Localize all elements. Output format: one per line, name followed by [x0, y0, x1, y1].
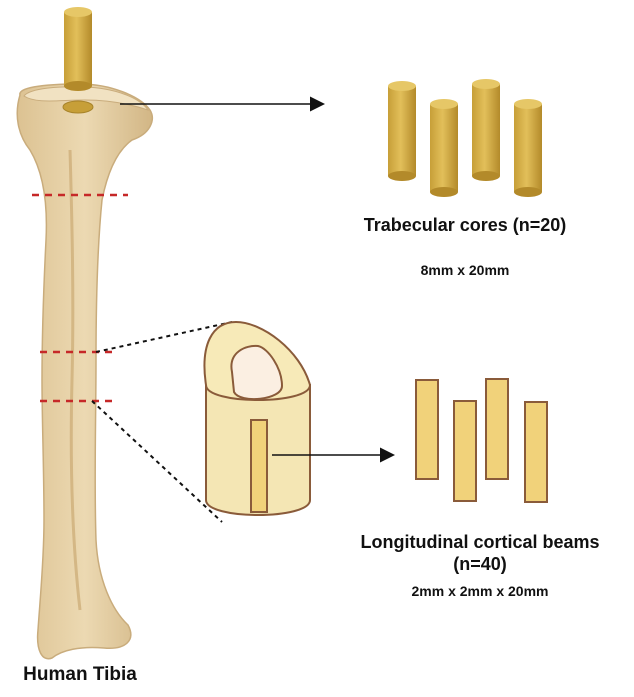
- trabecular-cores-dimensions: 8mm x 20mm: [420, 262, 510, 278]
- section-marrow: [230, 344, 284, 401]
- extracted-core: [64, 7, 92, 91]
- cortical-beams-dimensions: 2mm x 2mm x 20mm: [411, 583, 549, 599]
- trabecular-core-4: [514, 99, 542, 197]
- zoom-line-bottom: [91, 400, 223, 523]
- tibia-plateau: [23, 86, 150, 111]
- cortical-beams-title: Longitudinal cortical beams: [360, 532, 600, 552]
- tibia-shaft: [16, 83, 153, 660]
- trabecular-cores: [388, 79, 542, 197]
- bone-label: Human Tibia: [23, 664, 137, 685]
- cortical-beam-1: [415, 379, 439, 480]
- cortical-beam-2: [453, 400, 477, 502]
- cortical-beam-4: [524, 401, 548, 503]
- cortical-section: [203, 320, 312, 516]
- trabecular-core-2: [430, 99, 458, 197]
- trabecular-core-3: [472, 79, 500, 181]
- tibia-bone: [16, 83, 153, 660]
- trabecular-cores-title: Trabecular cores (n=20): [363, 215, 567, 235]
- cortical-beam-3: [485, 378, 509, 480]
- cortical-beams: [415, 378, 548, 503]
- tibia-ridge: [68, 149, 82, 611]
- trabecular-core-1: [388, 81, 416, 181]
- section-beam-cut: [250, 419, 268, 513]
- cortical-beams-count: (n=40): [453, 554, 507, 574]
- core-site-marker: [62, 100, 94, 114]
